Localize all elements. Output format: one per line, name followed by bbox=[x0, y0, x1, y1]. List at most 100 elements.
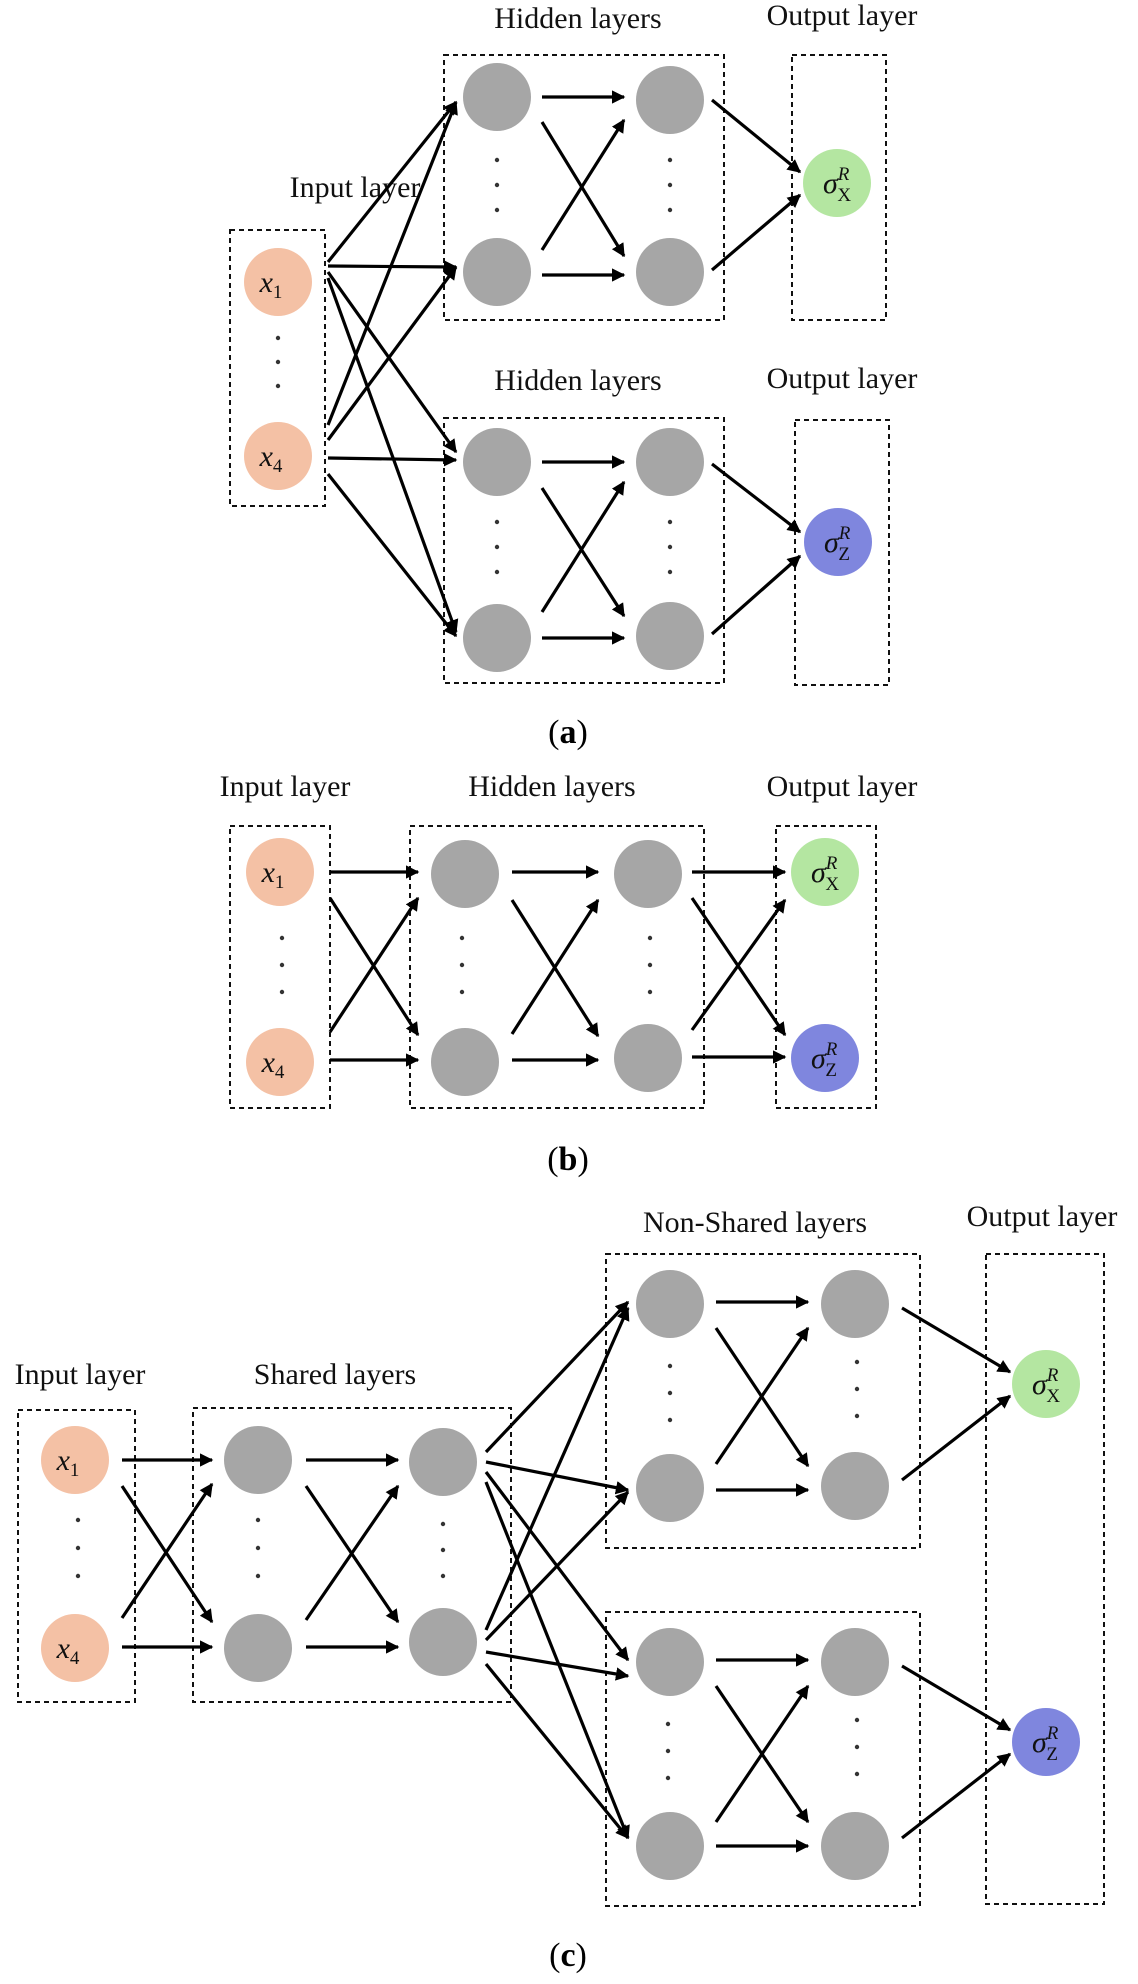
ellipsis-dot bbox=[854, 1413, 860, 1419]
ellipsis-dot bbox=[667, 207, 673, 213]
edge bbox=[484, 1306, 630, 1631]
input-node-x1 bbox=[244, 248, 312, 316]
edge bbox=[714, 1326, 810, 1465]
ellipsis-dot bbox=[494, 544, 500, 550]
panel-a-output-box-bottom bbox=[794, 419, 890, 686]
ellipsis-dot bbox=[667, 1390, 673, 1396]
ellipsis-dot bbox=[667, 157, 673, 163]
output-node-sigma-z bbox=[1012, 1708, 1080, 1776]
edge bbox=[120, 1485, 214, 1624]
node-x4-label: x4 bbox=[56, 1632, 80, 1669]
ellipsis-dot bbox=[665, 1775, 671, 1781]
panel-a-hidden-label-bottom: Hidden layers bbox=[494, 364, 661, 397]
ellipsis-dot bbox=[255, 1517, 261, 1523]
input-node-x1 bbox=[41, 1426, 109, 1494]
edge bbox=[484, 1300, 630, 1454]
ellipsis-dot bbox=[667, 182, 673, 188]
ellipsis-dot bbox=[854, 1359, 860, 1365]
ellipsis-dot bbox=[647, 935, 653, 941]
panel-c-nonshared-label: Non-Shared layers bbox=[643, 1206, 867, 1239]
nonshared-node bbox=[636, 1812, 704, 1880]
nonshared-node bbox=[821, 1270, 889, 1338]
panel-a-output-box-top bbox=[791, 54, 887, 321]
hidden-node bbox=[636, 66, 704, 134]
node-x1-label: x1 bbox=[259, 266, 283, 303]
panel-b-caption: (b) bbox=[547, 1141, 589, 1178]
edge bbox=[326, 277, 459, 634]
ellipsis-dot bbox=[647, 989, 653, 995]
hidden-node bbox=[636, 602, 704, 670]
panel-c-edges bbox=[120, 1295, 1012, 1853]
shared-node bbox=[409, 1608, 477, 1676]
input-node-x4 bbox=[41, 1614, 109, 1682]
nonshared-node bbox=[636, 1628, 704, 1696]
ellipsis-dot bbox=[440, 1573, 446, 1579]
edge bbox=[485, 1460, 630, 1495]
panel-b-input-label: Input layer bbox=[220, 770, 351, 803]
panel-c-caption: (c) bbox=[549, 1937, 587, 1974]
hidden-node bbox=[463, 428, 531, 496]
hidden-node bbox=[431, 1028, 499, 1096]
edge bbox=[510, 898, 600, 1035]
ellipsis-dot bbox=[494, 207, 500, 213]
panel-b-output-label: Output layer bbox=[767, 770, 918, 803]
panel-a-hidden-label-top: Hidden layers bbox=[494, 2, 661, 35]
input-node-x4 bbox=[244, 422, 312, 490]
shared-node bbox=[224, 1426, 292, 1494]
panel-a-hidden-box-bottom bbox=[443, 417, 725, 684]
nonshared-node bbox=[636, 1454, 704, 1522]
ellipsis-dot bbox=[275, 383, 281, 389]
hidden-node bbox=[636, 238, 704, 306]
edge bbox=[326, 271, 458, 454]
ellipsis-dot bbox=[275, 335, 281, 341]
panel-a-caption: (a) bbox=[548, 714, 588, 751]
panel-b: Input layer Hidden layers Output layer x… bbox=[220, 770, 918, 1178]
nonshared-node bbox=[821, 1812, 889, 1880]
ellipsis-dot bbox=[667, 519, 673, 525]
panel-a: Input layer Hidden layers Output layer H… bbox=[229, 0, 917, 751]
ellipsis-dot bbox=[255, 1573, 261, 1579]
hidden-node bbox=[463, 604, 531, 672]
edge bbox=[328, 896, 420, 1033]
edge bbox=[710, 98, 802, 174]
ellipsis-dot bbox=[279, 962, 285, 968]
edge bbox=[120, 1482, 214, 1619]
panel-a-input-label: Input layer bbox=[290, 171, 421, 204]
input-node-x1 bbox=[246, 838, 314, 906]
ellipsis-dot bbox=[75, 1517, 81, 1523]
hidden-node bbox=[431, 840, 499, 908]
ellipsis-dot bbox=[647, 962, 653, 968]
panel-b-hidden-label: Hidden layers bbox=[468, 770, 635, 803]
nonshared-node bbox=[821, 1452, 889, 1520]
ellipsis-dot bbox=[854, 1386, 860, 1392]
ellipsis-dot bbox=[494, 157, 500, 163]
hidden-node bbox=[463, 238, 531, 306]
ellipsis-dot bbox=[494, 519, 500, 525]
ellipsis-dot bbox=[494, 569, 500, 575]
ellipsis-dot bbox=[75, 1573, 81, 1579]
panel-c-input-label: Input layer bbox=[15, 1358, 146, 1391]
ellipsis-dot bbox=[854, 1717, 860, 1723]
panel-c-nonshared-box-top bbox=[605, 1253, 921, 1549]
panel-a-input-box bbox=[229, 229, 326, 507]
node-x1-label: x1 bbox=[261, 856, 285, 893]
edge bbox=[540, 480, 626, 613]
edge bbox=[540, 121, 626, 258]
ellipsis-dot bbox=[494, 182, 500, 188]
ellipsis-dot bbox=[440, 1521, 446, 1527]
edge bbox=[484, 1662, 630, 1840]
edge bbox=[540, 118, 626, 251]
panel-b-input-box bbox=[229, 825, 331, 1109]
nonshared-node bbox=[636, 1270, 704, 1338]
edge bbox=[690, 898, 787, 1031]
panel-c-output-label: Output layer bbox=[967, 1200, 1118, 1233]
panel-b-hidden-box bbox=[409, 825, 705, 1109]
panel-b-output-box bbox=[775, 825, 877, 1109]
ellipsis-dot bbox=[854, 1771, 860, 1777]
edge bbox=[901, 1306, 1012, 1374]
edge bbox=[326, 100, 458, 263]
hidden-node bbox=[463, 63, 531, 131]
